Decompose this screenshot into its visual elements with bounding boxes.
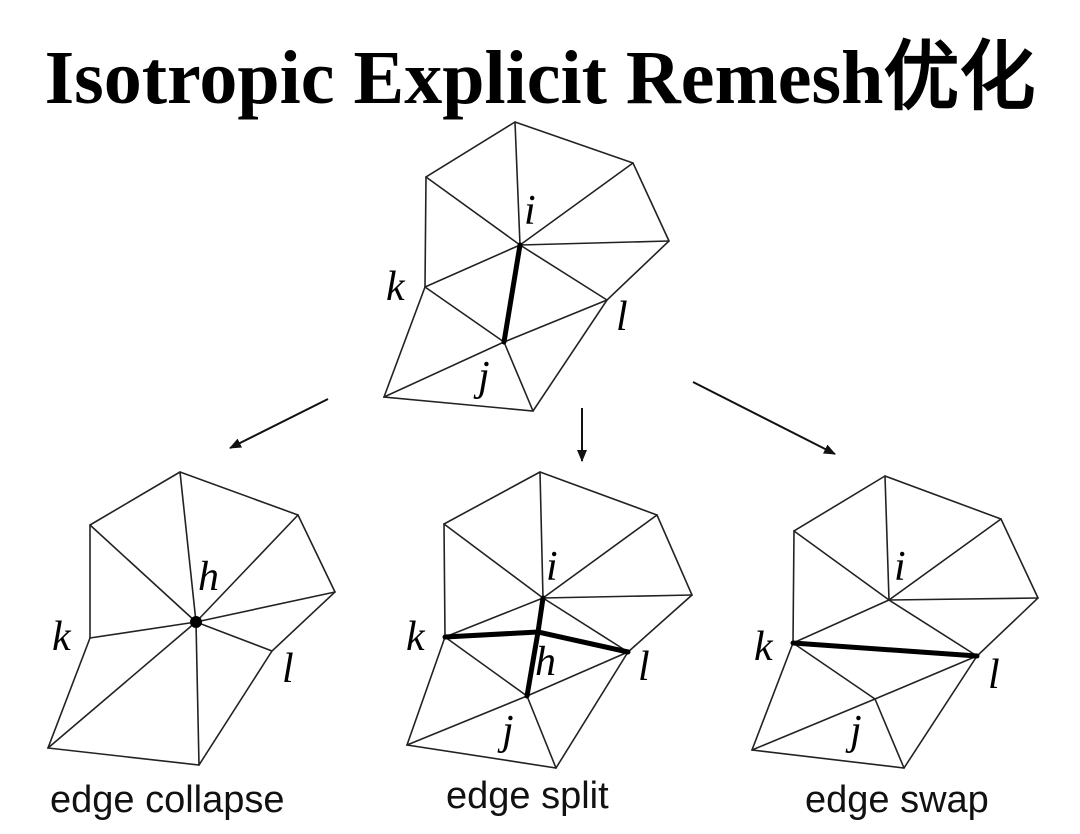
vertex-label-j: j [473,354,490,400]
vertex-label-k: k [754,624,774,670]
mesh-edge [195,621,200,766]
vertex-label-j: j [497,708,514,754]
operation-arrows [229,381,836,462]
arrow-to-collapse [229,398,329,449]
vertex-label-i: i [546,544,558,590]
arrow-to-swap [692,381,836,455]
mesh-edge [425,176,521,246]
vertex-label-h: h [198,554,219,600]
swap-mesh: i k l j [750,475,1039,769]
mesh-edge [89,621,197,639]
vertex-label-k: k [386,264,406,310]
mesh-edge [179,471,197,623]
mesh-edge [47,621,197,749]
vertex-label-k: k [52,614,72,660]
label-edge-swap: edge swap [805,779,989,821]
mesh-edge [503,341,534,412]
vertex-label-l: l [282,646,294,692]
mesh-edge [793,530,890,601]
mesh-edge [792,642,876,700]
mesh-boundary [405,471,693,769]
mesh-edge [751,698,876,751]
mesh-edge [444,636,528,697]
mesh-boundary [382,121,670,412]
vertex-label-i: i [524,188,536,234]
vertex-label-k: k [406,614,426,660]
split-edge-kh [442,629,541,640]
mesh-edge [874,698,905,769]
edge-kl-highlight [790,640,980,659]
mesh-edge [519,244,608,301]
page-title: Isotropic Explicit Remesh优化 [44,36,1036,120]
mesh-edge [888,518,1002,601]
mesh-edge [888,597,1039,601]
split-edge-hj [524,629,541,699]
mesh-edge [514,121,521,246]
mesh-edge [89,524,197,623]
mesh-edge [443,523,544,599]
mesh-edge [383,341,505,398]
edge-ij-highlight [501,242,523,345]
mesh-edge [519,240,670,246]
split-edge-ih [535,595,546,635]
collapsed-vertex-h [190,616,202,628]
mesh-edge [542,597,629,653]
vertex-label-j: j [845,708,862,754]
label-edge-collapse: edge collapse [50,779,285,821]
original-mesh: i k l j [382,121,670,412]
mesh-edge [195,621,273,652]
mesh-edge [888,599,978,657]
split-edge-hl [535,629,631,655]
mesh-edge [195,514,299,623]
vertex-label-l: l [638,644,650,690]
split-mesh: i k h l j [405,471,693,769]
vertex-label-l: l [616,294,628,340]
collapse-mesh: h k l [46,471,336,766]
vertex-label-l: l [988,652,1000,698]
mesh-edge [503,299,608,343]
mesh-edge [874,655,978,700]
vertex-label-i: i [894,544,906,590]
mesh-edge [444,597,544,638]
mesh-edge [195,591,336,623]
mesh-edge [884,475,890,601]
mesh-edge [542,514,658,599]
label-edge-split: edge split [446,775,609,817]
mesh-boundary [750,475,1039,769]
vertex-label-h: h [535,639,556,685]
mesh-edge [406,695,528,746]
mesh-edge [526,695,557,769]
mesh-edge [792,599,890,644]
mesh-edge [519,162,634,246]
mesh-edge [539,471,544,599]
mesh-edge [424,244,521,288]
mesh-edge [424,286,505,343]
mesh-edge [526,651,629,697]
mesh-edge [542,594,693,599]
